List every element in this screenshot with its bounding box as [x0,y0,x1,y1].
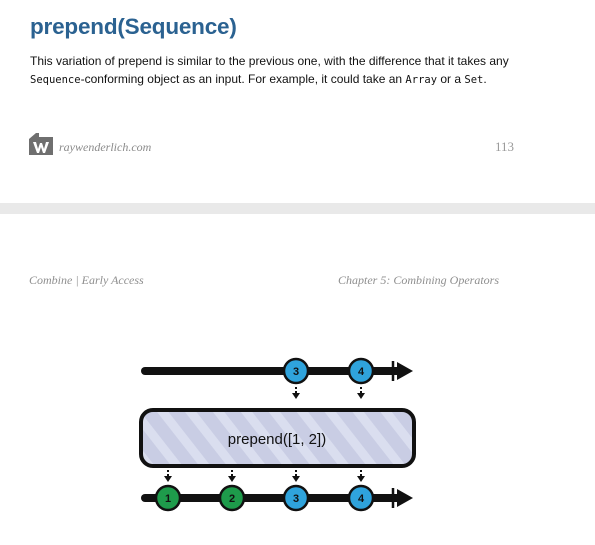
running-header-chapter: Chapter 5: Combining Operators [338,273,500,287]
input-marble: 3 [282,357,310,385]
paragraph-text: . [483,72,487,86]
output-marble-label: 3 [293,493,299,505]
body-paragraph: This variation of prepend is similar to … [30,52,530,89]
input-marble: 4 [347,357,375,385]
input-marble-label: 3 [293,366,299,378]
output-marble-label: 2 [229,493,235,505]
footer-site-name: raywenderlich.com [59,140,152,154]
input-arrows [292,387,365,399]
output-marble: 1 [154,484,182,512]
operator-box: prepend([1, 2]) [139,408,416,468]
page-number: 113 [495,139,515,154]
running-header-book-title: Combine | Early Access [29,273,144,287]
inline-code-array: Array [405,74,438,86]
output-arrows [164,470,365,482]
output-marble: 3 [282,484,310,512]
output-marble-label: 1 [165,493,171,505]
page-113: prepend(Sequence) This variation of prep… [0,0,595,203]
input-marble-label: 4 [358,366,365,378]
inline-code-set: Set [464,74,484,86]
output-marble: 2 [218,484,246,512]
inline-code-sequence: Sequence [30,74,81,86]
paragraph-text: or a [437,72,465,86]
paragraph-text: -conforming object as an input. For exam… [80,72,406,86]
paragraph-text: This variation of prepend is similar to … [30,54,509,68]
section-heading: prepend(Sequence) [30,14,237,39]
marble-diagram: 3 4 prepend([1, 2]) 1 2 [139,357,416,512]
output-marble-label: 4 [358,493,365,505]
raywenderlich-logo-icon [29,133,53,155]
output-marble: 4 [347,484,375,512]
operator-label: prepend([1, 2]) [228,431,326,448]
page-separator [0,203,595,214]
